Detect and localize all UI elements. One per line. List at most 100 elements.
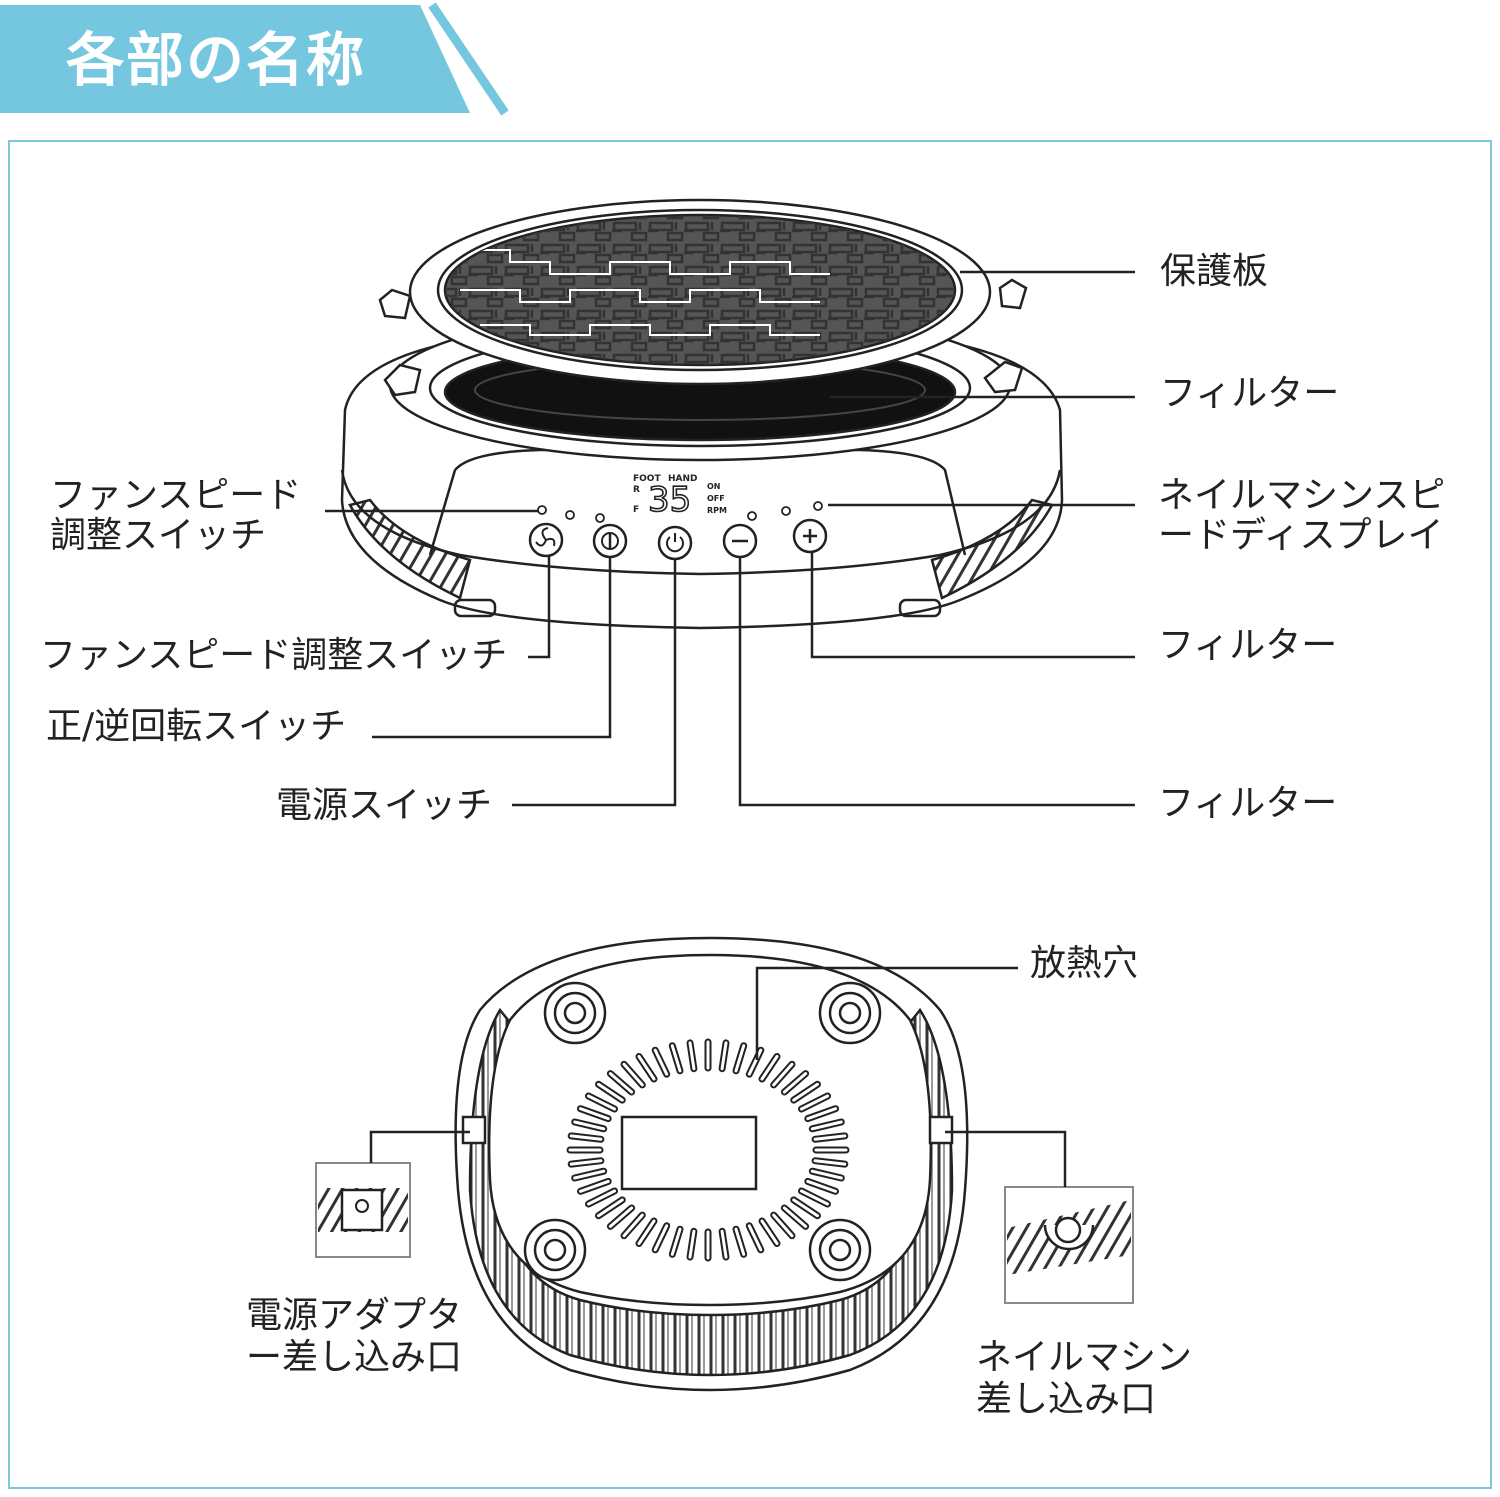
label-fan-speed-switch-1: ファンスピード — [50, 475, 302, 516]
label-protective-plate: 保護板 — [1160, 251, 1269, 292]
heat-vent-slot — [608, 1072, 634, 1094]
display-f-label: F — [633, 505, 639, 515]
label-heat-vent: 放熱穴 — [1030, 943, 1139, 984]
heat-vent-slot — [720, 1041, 728, 1071]
heat-vent-slot — [637, 1055, 656, 1081]
label-filter-3: フィルター — [1158, 783, 1338, 824]
heat-vent-slot — [597, 1198, 624, 1218]
heat-vent-slot — [813, 1159, 847, 1166]
indicator-leds — [537, 501, 823, 523]
heat-vent-slot — [792, 1198, 819, 1218]
display-value: 35 — [648, 480, 691, 520]
leader-filter-2 — [810, 552, 1135, 659]
label-filter-1: フィルター — [1160, 373, 1340, 414]
minus-button[interactable] — [722, 523, 758, 559]
heat-vent-slot — [772, 1062, 794, 1087]
heat-vent-slot — [653, 1048, 669, 1076]
display-hand-label: HAND — [668, 474, 698, 484]
plus-icon — [803, 529, 817, 543]
label-nail-port-2: 差し込み口 — [976, 1379, 1157, 1420]
heat-vent-slot — [747, 1224, 763, 1252]
adapter-port — [461, 1115, 487, 1145]
display-rpm-label: RPM — [707, 506, 727, 515]
plate-clip-left — [378, 288, 412, 320]
heat-vent-slot — [760, 1219, 779, 1245]
device-bottom-view — [454, 936, 969, 1392]
heat-vent-slot — [622, 1213, 644, 1238]
heat-vent-slot — [810, 1120, 843, 1131]
bottom-ribbed-band — [468, 1007, 954, 1377]
heat-vent-slot — [813, 1134, 847, 1141]
header-band-stripe — [428, 2, 509, 116]
heat-vent-slot — [800, 1094, 829, 1111]
label-power-switch: 電源スイッチ — [276, 785, 493, 826]
display-on-label: ON — [707, 482, 721, 491]
leader-lines-bottom — [369, 966, 1067, 1187]
heat-vent-slot — [637, 1219, 656, 1245]
label-fan-speed-switch-full: ファンスピード調整スイッチ — [40, 635, 508, 676]
page-title: 各部の名称 — [66, 26, 367, 94]
leader-power-switch — [512, 559, 677, 807]
heat-vent-slot — [622, 1062, 644, 1087]
heat-vent-slot — [587, 1189, 616, 1206]
nail-port-inset — [1004, 1186, 1134, 1304]
heat-vent-slot — [760, 1055, 779, 1081]
heat-vent-slot — [670, 1227, 682, 1256]
header-band — [0, 2, 509, 116]
rotation-icon — [601, 532, 619, 550]
heat-vent-slot — [782, 1072, 808, 1094]
control-buttons — [528, 518, 828, 561]
heat-vent-slot — [573, 1169, 606, 1180]
leader-rotation-switch — [372, 557, 612, 739]
leader-lines-top — [325, 270, 1135, 807]
heat-vent-slot — [810, 1169, 843, 1180]
heat-vent-slot — [734, 1044, 746, 1073]
bottom-feet — [523, 981, 882, 1282]
foot-left — [453, 598, 497, 618]
label-nail-port-1: ネイルマシン — [976, 1337, 1193, 1378]
fan-button[interactable] — [528, 522, 564, 558]
heat-vent-slot — [597, 1082, 624, 1102]
leader-fan-switch — [528, 556, 551, 659]
heat-vent-slot — [569, 1159, 603, 1166]
bottom-label-plate — [620, 1115, 758, 1191]
heat-vent-slot — [653, 1224, 669, 1252]
leader-heat-vent — [755, 966, 1018, 1060]
heat-vent-slot — [670, 1044, 682, 1073]
clip-left — [383, 363, 422, 397]
fan-icon — [535, 527, 556, 547]
leader-filter-3 — [738, 557, 1135, 807]
heat-vent-slot — [782, 1206, 808, 1228]
heat-vent-slot — [747, 1048, 763, 1076]
heat-vent-slot — [792, 1082, 819, 1102]
content-frame — [8, 140, 1492, 1489]
label-nail-speed-display-2: ードディスプレイ — [1158, 515, 1444, 556]
label-adapter-port-2: ー差し込み口 — [246, 1337, 463, 1378]
rotation-button[interactable] — [592, 523, 628, 559]
plate-clip-right — [998, 278, 1028, 310]
foot-right — [898, 598, 942, 618]
label-filter-2: フィルター — [1158, 625, 1338, 666]
heat-vent-slot — [569, 1134, 603, 1141]
display-foot-label: FOOT — [633, 474, 661, 484]
label-nail-speed-display-1: ネイルマシンスピ — [1158, 475, 1446, 516]
heat-vent-slot — [720, 1229, 728, 1259]
heat-vent-slot — [608, 1206, 634, 1228]
heat-vent-slot — [573, 1120, 606, 1131]
label-adapter-port-1: 電源アダプタ — [246, 1295, 463, 1336]
device-waist — [340, 469, 1062, 576]
header-band-shape — [0, 5, 470, 113]
heat-vent-slot — [806, 1179, 837, 1193]
heat-vent-slot — [734, 1227, 746, 1256]
leader-adapter-port — [369, 1130, 470, 1163]
heat-vent-slot — [772, 1213, 794, 1238]
power-button[interactable] — [657, 525, 693, 561]
heat-vent-slot — [587, 1094, 616, 1111]
adapter-port-inset — [315, 1162, 411, 1258]
plus-button[interactable] — [792, 518, 828, 554]
heat-vent-slot — [806, 1107, 837, 1121]
heat-vent-slot — [688, 1041, 696, 1071]
clip-right — [983, 360, 1024, 394]
heat-vent-slot — [579, 1107, 610, 1121]
